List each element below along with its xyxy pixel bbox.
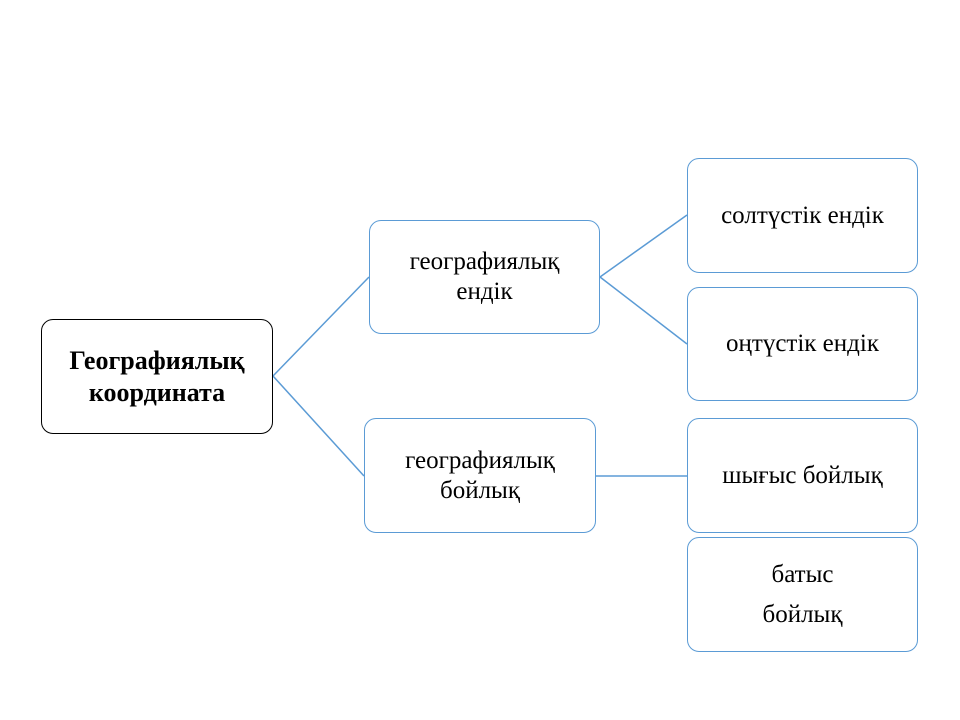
west-longitude-label-line1: батыс xyxy=(771,560,834,588)
node-south-latitude: оңтүстік ендік xyxy=(687,287,918,401)
west-longitude-label-line2: бойлық xyxy=(762,600,843,628)
node-geographic-longitude: географиялық бойлық xyxy=(364,418,596,533)
latitude-label-line2: ендік xyxy=(456,278,513,305)
east-longitude-label: шығыс бойлық xyxy=(722,461,883,489)
longitude-label-line1: географиялық xyxy=(405,446,555,474)
node-geographic-latitude: географиялық ендік xyxy=(369,220,600,334)
latitude-label-line1: географиялық xyxy=(409,248,560,275)
root-node-geographic-coordinate: Географиялық координата xyxy=(41,319,273,434)
connector-latitude-south xyxy=(599,276,688,345)
south-latitude-label: оңтүстік ендік xyxy=(726,330,879,357)
connector-latitude-north xyxy=(599,214,688,278)
connector-root-longitude xyxy=(272,375,365,477)
root-node-label-line2: координата xyxy=(88,377,226,407)
connector-root-latitude xyxy=(272,276,370,377)
node-west-longitude: батыс бойлық xyxy=(687,537,918,652)
longitude-label-line2: бойлық xyxy=(439,476,521,504)
root-node-label-line1: Географиялық xyxy=(69,346,245,376)
node-east-longitude: шығыс бойлық xyxy=(687,418,918,533)
node-north-latitude: солтүстік ендік xyxy=(687,158,918,273)
north-latitude-label: солтүстік ендік xyxy=(721,201,884,229)
